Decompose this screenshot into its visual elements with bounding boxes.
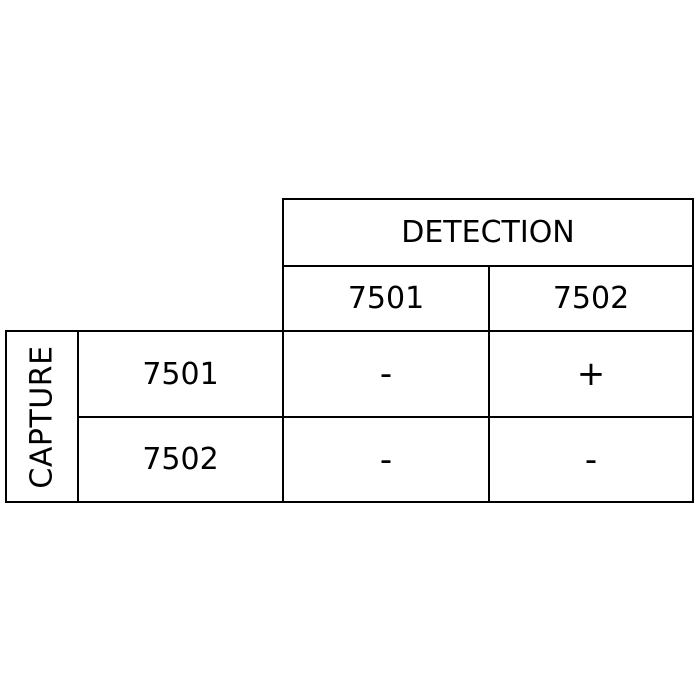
- column-header-7502: 7502: [488, 265, 694, 332]
- row-header-7502: 7502: [77, 416, 284, 503]
- column-header-label: 7502: [552, 281, 630, 316]
- matrix-cell-7501-7502: +: [488, 330, 694, 418]
- column-group-header-detection: DETECTION: [282, 198, 694, 267]
- row-group-header-capture: CAPTURE: [5, 330, 79, 503]
- column-header-label: 7501: [347, 281, 425, 316]
- result-symbol: -: [379, 354, 393, 394]
- row-header-7501: 7501: [77, 330, 284, 418]
- matrix-cell-7502-7501: -: [282, 416, 490, 503]
- row-group-label: CAPTURE: [24, 344, 60, 489]
- result-symbol: -: [584, 439, 598, 480]
- matrix-cell-7502-7502: -: [488, 416, 694, 503]
- column-header-7501: 7501: [282, 265, 490, 332]
- column-group-label: DETECTION: [401, 215, 575, 250]
- row-header-label: 7501: [142, 356, 219, 392]
- result-symbol: +: [576, 354, 606, 394]
- result-symbol: -: [379, 439, 393, 480]
- row-header-label: 7502: [142, 442, 219, 477]
- matrix-cell-7501-7501: -: [282, 330, 490, 418]
